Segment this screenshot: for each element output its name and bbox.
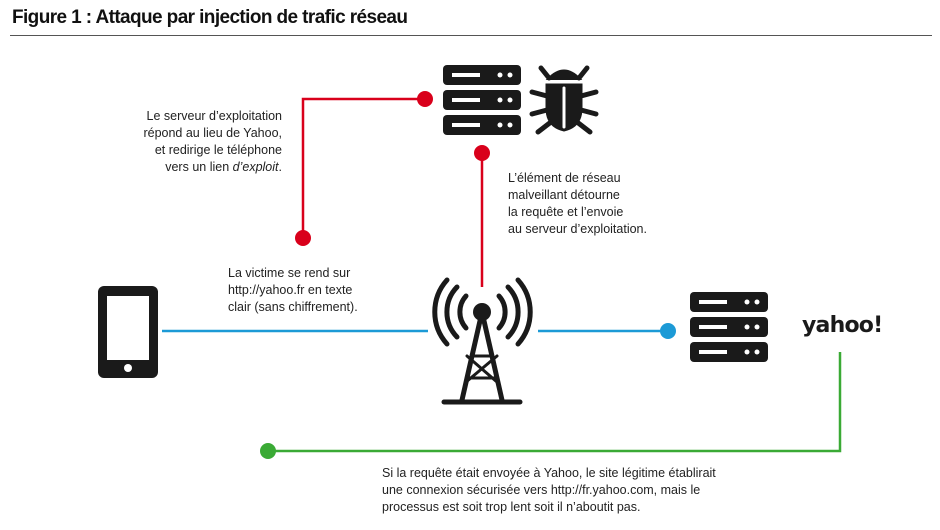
exploit-response-line (301, 97, 425, 238)
red-dot-server-bottom (474, 145, 490, 161)
blue-dot (660, 323, 676, 339)
red-dot-exploit-start (295, 230, 311, 246)
smartphone-icon (98, 286, 158, 378)
caption-line: clair (sans chiffrement). (228, 300, 358, 314)
exploit-server-caption: Le serveur d’exploitation répond au lieu… (130, 108, 282, 176)
legit-connection-caption: Si la requête était envoyée à Yahoo, le … (382, 465, 716, 516)
caption-line: La victime se rend sur (228, 266, 351, 280)
red-dot-server-left (417, 91, 433, 107)
victim-caption: La victime se rend sur http://yahoo.fr e… (228, 265, 358, 316)
caption-line: malveillant détourne (508, 188, 620, 202)
blue-path (162, 323, 676, 339)
caption-line: http://yahoo.fr en texte (228, 283, 353, 297)
caption-line: L’élément de réseau (508, 171, 621, 185)
caption-line: Le serveur d’exploitation (146, 109, 283, 123)
exploit-emphasis: d’exploit (232, 160, 279, 174)
red-path (295, 91, 490, 287)
server-icon (443, 65, 521, 135)
green-path (260, 352, 842, 459)
caption-line: une connexion sécurisée vers http://fr.y… (382, 483, 701, 497)
cell-tower-icon (432, 277, 533, 405)
yahoo-logo: yahoo! (802, 313, 883, 338)
caption-line: processus est soit trop lent soit il n’a… (382, 500, 641, 514)
network-element-caption: L’élément de réseau malveillant détourne… (508, 170, 647, 238)
legit-connection-line (268, 352, 842, 453)
caption-line: au serveur d’exploitation. (508, 222, 647, 236)
server-icon (690, 292, 768, 362)
caption-line: et redirige le téléphone (154, 143, 282, 157)
bug-icon (529, 65, 599, 135)
caption-line: vers un lien d’exploit. (165, 160, 282, 174)
caption-line: répond au lieu de Yahoo, (143, 126, 282, 140)
title-divider (10, 35, 932, 36)
green-dot (260, 443, 276, 459)
caption-line: Si la requête était envoyée à Yahoo, le … (382, 466, 716, 480)
figure-title: Figure 1 : Attaque par injection de traf… (12, 7, 408, 28)
caption-line: la requête et l’envoie (508, 205, 624, 219)
